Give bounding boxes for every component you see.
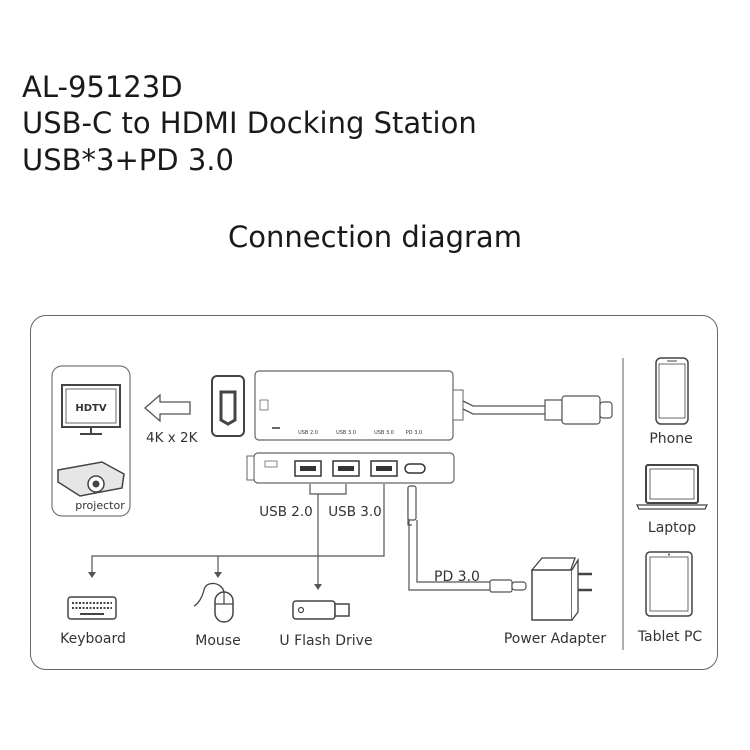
flash-drive-label: U Flash Drive	[279, 633, 372, 649]
projector-icon	[57, 461, 125, 497]
laptop-label: Laptop	[648, 520, 696, 536]
usb-port-icon	[332, 460, 360, 477]
tablet-icon	[645, 551, 693, 617]
flash-drive-icon	[292, 600, 350, 620]
diagram-heading: Connection diagram	[228, 220, 522, 254]
projector-label: projector	[75, 499, 125, 512]
arrow-down-icon	[314, 584, 322, 590]
pd-label: PD 3.0	[434, 569, 480, 585]
usb2-label: USB 2.0	[259, 504, 312, 520]
usb-c-port-icon	[404, 463, 426, 474]
phone-icon	[655, 357, 689, 425]
usb-port-icon	[370, 460, 398, 477]
usb3-label: USB 3.0	[328, 504, 381, 520]
port-summary: USB*3+PD 3.0	[22, 143, 234, 177]
hdmi-port-icon	[211, 375, 245, 437]
pd-plug-icon	[407, 485, 417, 521]
tablet-label: Tablet PC	[637, 629, 703, 645]
resolution-label: 4K x 2K	[146, 430, 199, 446]
power-adapter-icon	[530, 557, 592, 621]
usb-port-icon	[294, 460, 322, 477]
power-adapter-label: Power Adapter	[504, 631, 607, 647]
diagram-panel	[30, 315, 718, 670]
arrow-left-icon	[144, 393, 191, 423]
tv-icon	[61, 384, 121, 435]
laptop-icon	[635, 464, 709, 510]
port-bracket	[309, 484, 347, 495]
phone-label: Phone	[649, 431, 692, 447]
product-name: USB-C to HDMI Docking Station	[22, 106, 477, 140]
usb-c-plug-icon	[489, 579, 527, 593]
pd-cable	[408, 520, 490, 591]
hub-top-view	[254, 370, 464, 441]
mouse-icon	[193, 582, 234, 623]
hub-port-label: USB 3.0	[336, 430, 356, 436]
arrow-down-icon	[214, 572, 222, 578]
hub-cable	[462, 400, 545, 415]
hub-port-label: PD 3.0	[406, 430, 422, 436]
tv-label: HDTV	[75, 403, 106, 414]
keyboard-line	[91, 484, 385, 574]
hub-port-label: USB 2.0	[298, 430, 318, 436]
model-number: AL-95123D	[22, 70, 183, 104]
keyboard-label: Keyboard	[60, 631, 126, 647]
hub-port-label: USB 3.0	[374, 430, 394, 436]
usb-c-connector-icon	[544, 395, 613, 425]
mouse-label: Mouse	[195, 633, 240, 649]
keyboard-icon	[67, 596, 117, 620]
arrow-down-icon	[88, 572, 96, 578]
